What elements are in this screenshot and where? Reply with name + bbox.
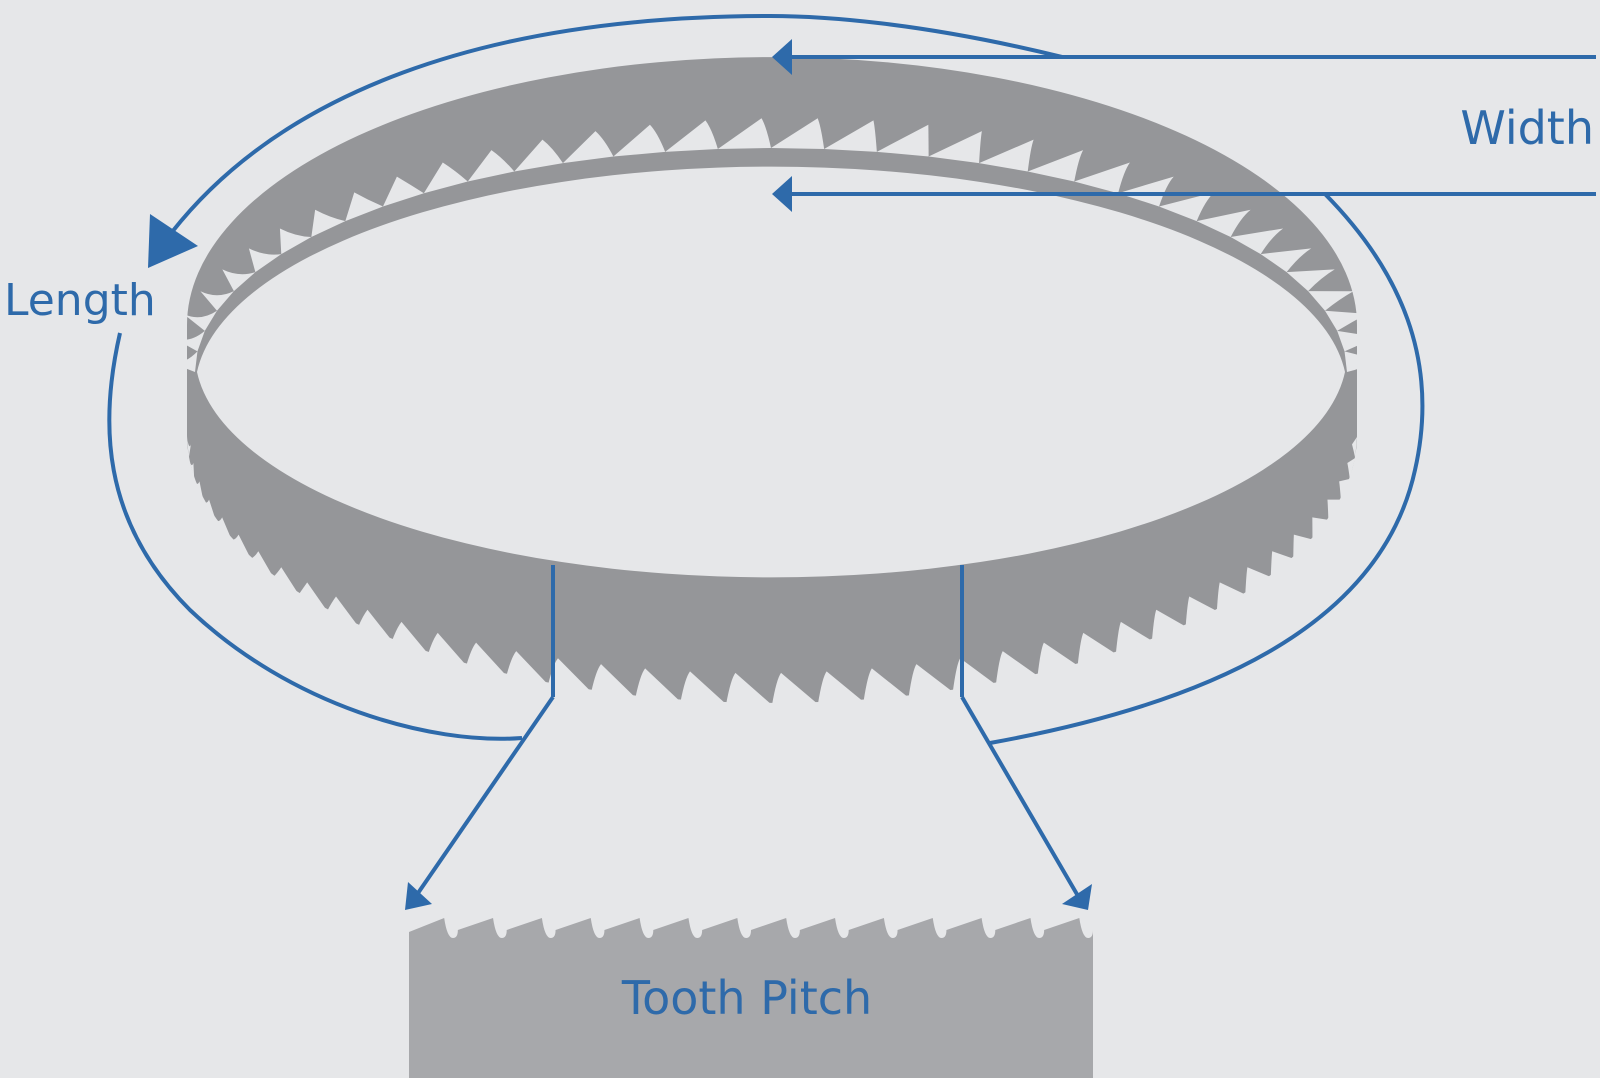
- inner-tooth: [1159, 192, 1215, 222]
- inner-tooth: [200, 291, 234, 311]
- blade-ring: [164, 57, 1380, 705]
- pitch-right-diagonal: [960, 695, 1080, 898]
- outer-tooth: [1245, 567, 1271, 595]
- tooth-pitch-detail: [409, 918, 1093, 1078]
- inner-tooth: [824, 120, 877, 152]
- inner-tooth: [248, 248, 282, 273]
- length-loop-right: [989, 192, 1425, 745]
- pitch-strip: [409, 918, 1093, 1078]
- outer-tooth: [1270, 551, 1294, 578]
- outer-tooth: [1347, 458, 1356, 479]
- outer-tooth: [327, 596, 359, 627]
- inner-tooth: [1196, 209, 1251, 238]
- pitch-left-arrowhead: [405, 882, 432, 910]
- inner-tooth: [665, 120, 718, 152]
- outer-tooth: [1312, 517, 1329, 540]
- inner-tooth: [771, 118, 825, 149]
- inner-tooth: [1325, 310, 1368, 331]
- inner-tooth: [562, 131, 614, 164]
- outer-tooth: [298, 582, 328, 612]
- outer-tooth: [1339, 478, 1350, 500]
- inner-tooth: [876, 124, 929, 157]
- length-loop-top: [170, 13, 1063, 234]
- outer-tooth: [1151, 609, 1186, 641]
- outer-tooth: [726, 672, 772, 705]
- inner-tooth: [171, 330, 205, 352]
- outer-tooth: [273, 567, 299, 595]
- width-bottom-arrowhead: [772, 176, 792, 212]
- inner-tooth: [1260, 248, 1312, 273]
- inner-tooth: [1230, 228, 1284, 255]
- outer-tooth: [1077, 632, 1116, 666]
- outer-tooth: [635, 668, 681, 702]
- outer-tooth: [772, 672, 818, 705]
- inner-tooth: [514, 139, 563, 172]
- length-dimension: [107, 13, 1425, 745]
- outer-tooth: [194, 478, 204, 500]
- blade-band: [187, 57, 1357, 703]
- inner-tooth: [222, 269, 256, 292]
- inner-tooth: [613, 124, 666, 157]
- inner-tooth: [1344, 351, 1380, 372]
- inner-tooth: [1074, 162, 1130, 194]
- inner-tooth: [1337, 330, 1376, 352]
- outer-tooth: [428, 632, 467, 666]
- inner-tooth: [1027, 150, 1084, 182]
- inner-tooth: [979, 139, 1034, 172]
- width-top-arrowhead: [772, 39, 792, 75]
- outer-tooth: [231, 534, 251, 559]
- outer-tooth: [1185, 596, 1217, 627]
- inner-tooth: [717, 118, 771, 149]
- inner-tooth: [279, 228, 312, 255]
- tooth-pitch-callout: [414, 565, 1080, 898]
- outer-tooth: [215, 517, 232, 540]
- inner-teeth: [164, 118, 1380, 372]
- outer-tooth: [908, 664, 953, 698]
- inner-tooth: [382, 176, 424, 207]
- length-label: Length: [4, 275, 156, 326]
- inner-tooth: [183, 310, 217, 331]
- outer-tooth: [358, 609, 393, 641]
- outer-tooth: [1327, 499, 1341, 520]
- outer-tooth: [1293, 534, 1313, 559]
- outer-tooth: [995, 651, 1038, 685]
- outer-tooth: [817, 671, 864, 705]
- inner-tooth: [467, 150, 515, 182]
- inner-tooth: [1286, 269, 1335, 292]
- outer-tooth: [548, 658, 592, 692]
- outer-tooth: [1352, 437, 1357, 459]
- outer-tooth: [188, 458, 195, 479]
- outer-tooth: [187, 437, 191, 459]
- outer-tooth: [466, 642, 507, 676]
- pitch-right-arrowhead: [1062, 884, 1092, 910]
- inner-tooth: [345, 192, 383, 222]
- outer-teeth: [187, 437, 1357, 705]
- outer-tooth: [1216, 582, 1246, 612]
- outer-tooth: [392, 621, 429, 654]
- outer-tooth: [506, 651, 549, 685]
- pitch-left-diagonal: [414, 695, 555, 898]
- inner-tooth: [1308, 291, 1354, 311]
- width-dimension: [780, 55, 1596, 196]
- outer-tooth: [203, 499, 216, 520]
- tooth-pitch-label: Tooth Pitch: [621, 971, 872, 1025]
- inner-tooth: [311, 209, 346, 238]
- inner-tooth: [423, 162, 468, 194]
- inner-tooth: [164, 351, 198, 372]
- outer-tooth: [863, 668, 909, 702]
- outer-tooth: [591, 664, 636, 698]
- outer-tooth: [1115, 621, 1152, 654]
- outer-tooth: [680, 671, 727, 705]
- inner-tooth: [928, 131, 982, 164]
- length-loop-left: [107, 332, 523, 741]
- inner-tooth: [1118, 176, 1174, 207]
- outer-tooth: [250, 551, 274, 578]
- length-arrowhead: [148, 214, 198, 268]
- outer-tooth: [1037, 642, 1078, 676]
- width-label: Width: [1460, 101, 1594, 155]
